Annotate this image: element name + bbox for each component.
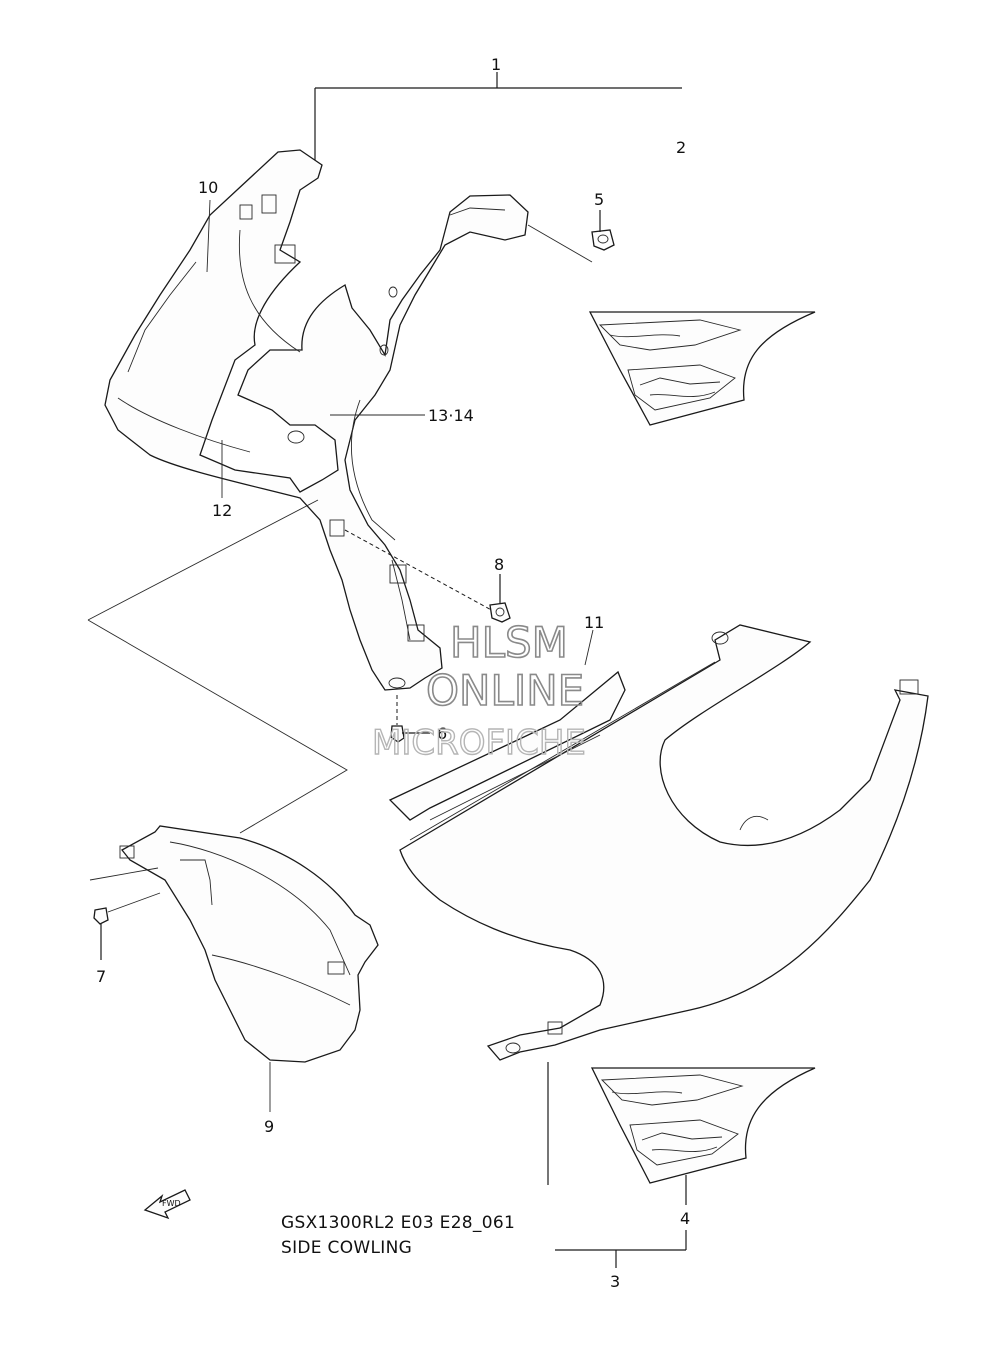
side-cowl-3	[388, 624, 929, 1185]
caption-model-code: GSX1300RL2 E03 E28_061	[281, 1213, 515, 1233]
callout-2: 2	[676, 138, 686, 157]
callout-13-14: 13·14	[428, 406, 474, 425]
callout-8: 8	[494, 555, 504, 574]
callout-5: 5	[594, 190, 604, 209]
callout-1-leader	[314, 72, 682, 168]
callout-10: 10	[198, 178, 218, 197]
leader-lines	[206, 199, 594, 666]
decal-4	[590, 1067, 816, 1205]
assembly-outline	[87, 499, 348, 834]
callout-3: 3	[610, 1272, 620, 1291]
callout-12: 12	[212, 501, 232, 520]
watermark-line-3: MICROFICHE	[372, 723, 586, 763]
forward-arrow-icon: FWD	[143, 1189, 191, 1220]
callout-4: 4	[680, 1209, 690, 1228]
callout-9: 9	[264, 1117, 274, 1136]
screw-5	[527, 210, 615, 263]
callout-7: 7	[96, 967, 106, 986]
forward-arrow-label: FWD	[162, 1199, 181, 1208]
screw-7	[93, 892, 161, 960]
callout-6: 6	[437, 724, 447, 743]
under-panel-9	[89, 825, 379, 1112]
screw-6	[390, 695, 430, 743]
watermark-line-1: HLSM	[450, 618, 568, 667]
watermark-line-2: ONLINE	[426, 666, 584, 715]
decal-2	[588, 311, 816, 426]
callout-11: 11	[584, 613, 604, 632]
inner-cowling-panel	[104, 149, 529, 691]
callout-1: 1	[491, 55, 501, 74]
callout-3-leader	[555, 1230, 687, 1268]
grommet-8	[344, 529, 511, 623]
caption-section: SIDE COWLING	[281, 1238, 412, 1258]
